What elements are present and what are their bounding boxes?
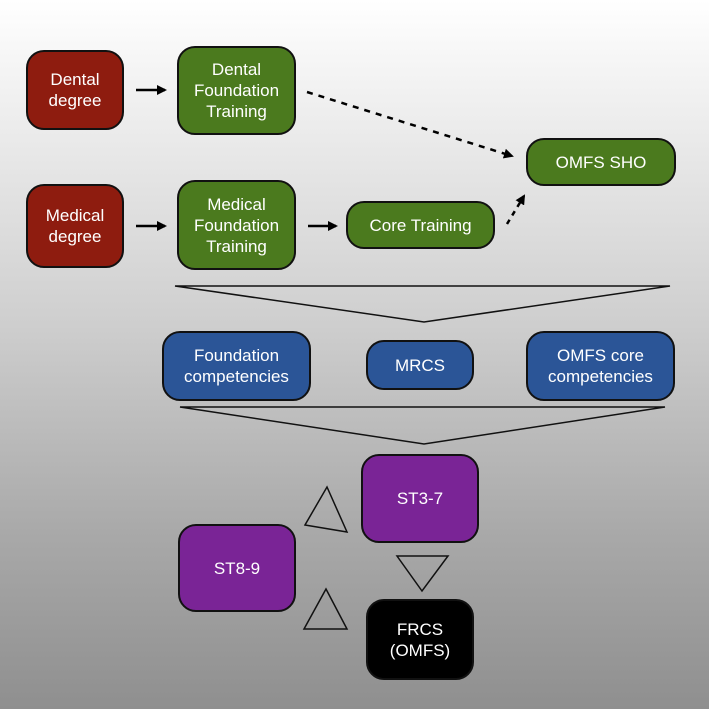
core-training-node: Core Training xyxy=(346,201,495,249)
triangle-st8-9-to-frcs xyxy=(302,587,349,630)
medical-foundation-training-node: Medical Foundation Training xyxy=(177,180,296,270)
mrcs-node: MRCS xyxy=(366,340,474,390)
funnel-lower xyxy=(179,406,666,445)
medical-degree-node: Medical degree xyxy=(26,184,124,268)
triangle-st8-9-to-st3-7 xyxy=(303,485,349,533)
dashed-arrow-dental-to-sho xyxy=(306,90,514,159)
funnel-upper xyxy=(174,285,671,323)
foundation-competencies-node: Foundation competencies xyxy=(162,331,311,401)
triangle-st3-7-to-frcs xyxy=(395,555,450,593)
dashed-arrow-core-to-sho xyxy=(505,194,526,225)
dental-foundation-training-node: Dental Foundation Training xyxy=(177,46,296,135)
omfs-core-competencies-node: OMFS core competencies xyxy=(526,331,675,401)
omfs-sho-node: OMFS SHO xyxy=(526,138,676,186)
frcs-omfs-node: FRCS (OMFS) xyxy=(366,599,474,680)
st8-9-node: ST8-9 xyxy=(178,524,296,612)
dental-degree-node: Dental degree xyxy=(26,50,124,130)
st3-7-node: ST3-7 xyxy=(361,454,479,543)
